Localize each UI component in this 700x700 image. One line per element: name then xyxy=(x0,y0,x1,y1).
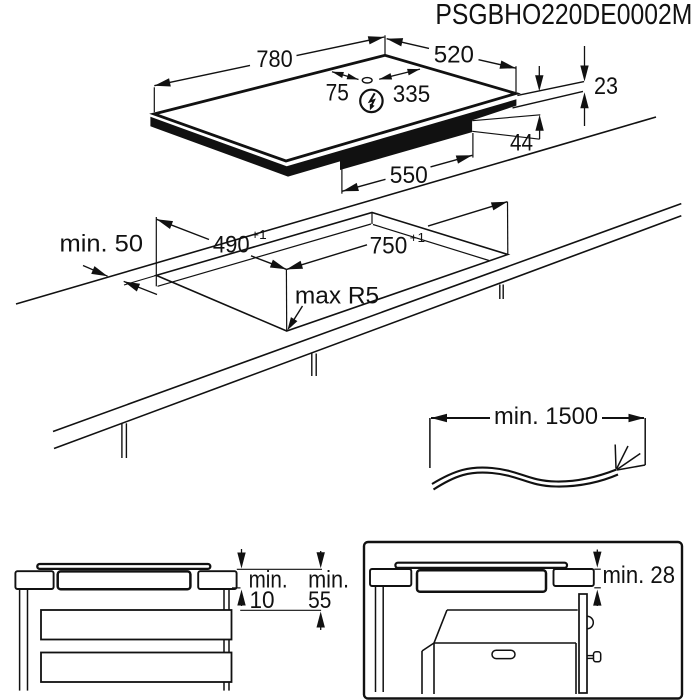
svg-text:750: 750 xyxy=(370,233,408,260)
svg-text:55: 55 xyxy=(308,587,331,614)
svg-text:min. 28: min. 28 xyxy=(603,562,676,589)
svg-text:min.: min. xyxy=(308,566,349,593)
svg-text:44: 44 xyxy=(510,130,533,157)
svg-text:max R5: max R5 xyxy=(295,283,379,310)
svg-text:min. 1500: min. 1500 xyxy=(494,403,598,430)
svg-text:75: 75 xyxy=(326,79,349,106)
svg-text:10: 10 xyxy=(250,587,275,614)
svg-text:550: 550 xyxy=(390,162,428,189)
svg-text:335: 335 xyxy=(393,81,430,108)
svg-text:PSGBHO220DE0002M: PSGBHO220DE0002M xyxy=(435,0,692,31)
svg-text:min.: min. xyxy=(249,566,288,593)
svg-text:+1: +1 xyxy=(251,227,267,242)
svg-text:520: 520 xyxy=(434,41,474,68)
svg-text:+1: +1 xyxy=(410,230,426,245)
svg-text:490: 490 xyxy=(213,231,250,258)
svg-text:780: 780 xyxy=(256,46,292,73)
svg-text:23: 23 xyxy=(594,73,618,100)
svg-text:min. 50: min. 50 xyxy=(60,231,144,258)
